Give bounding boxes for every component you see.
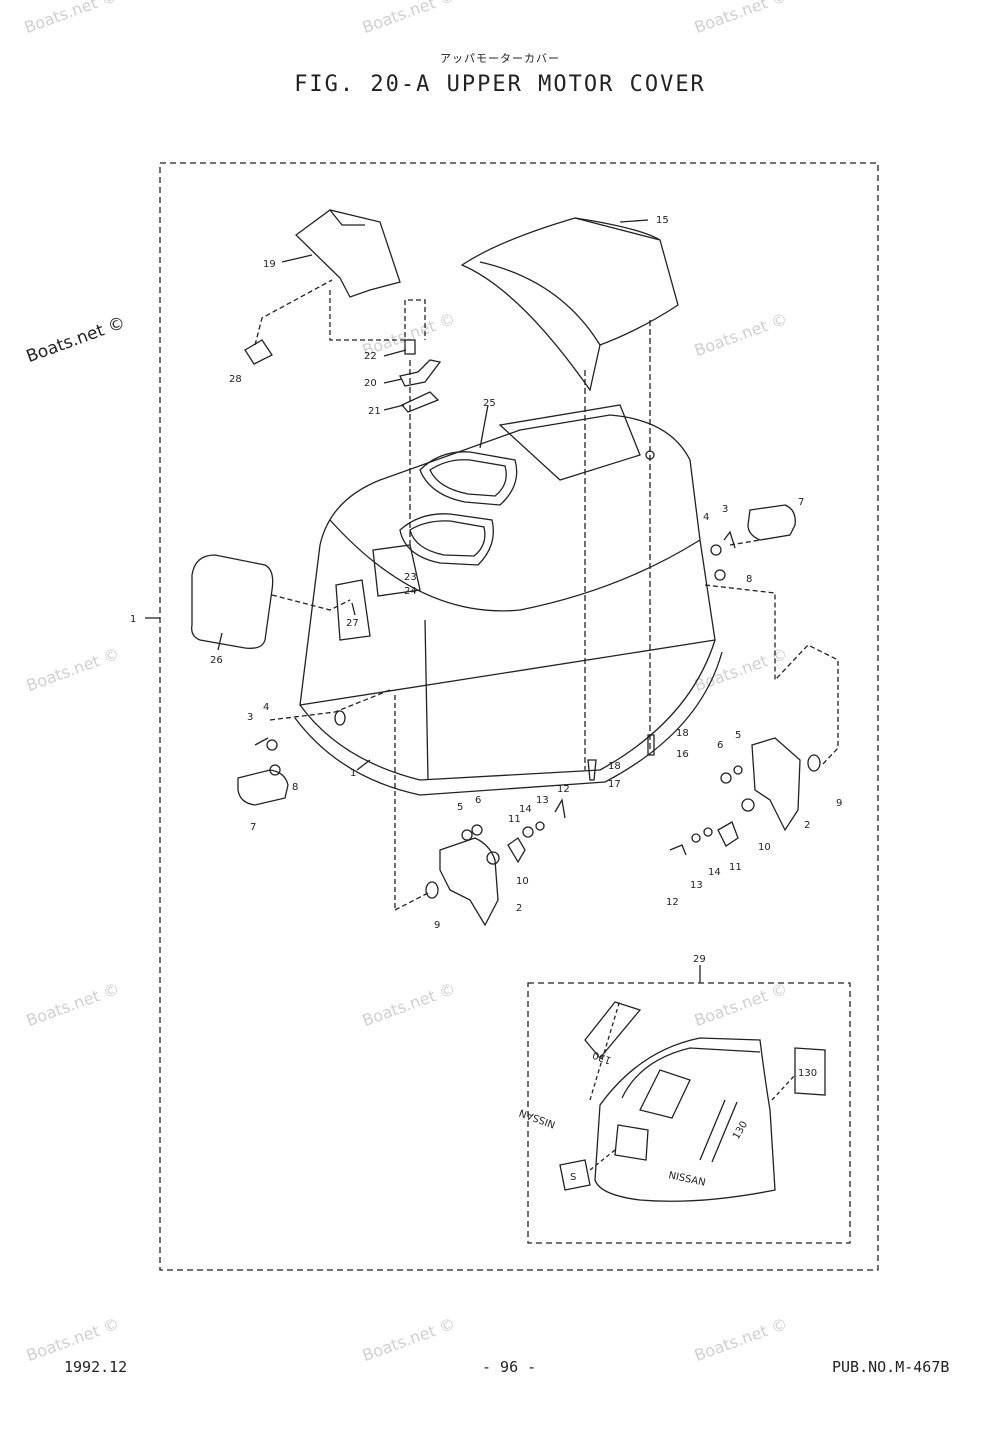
footer-date: 1992.12 [64, 1358, 128, 1376]
callout-10: 10 [516, 876, 529, 887]
callout-28: 28 [229, 374, 242, 385]
callout-2: 2 [516, 903, 522, 914]
callout-1: 1 [130, 614, 136, 625]
callout-14: 14 [519, 804, 532, 815]
callout-2: 2 [804, 820, 810, 831]
callout-5: 5 [735, 730, 741, 741]
callout-3: 3 [722, 504, 728, 515]
callout-20: 20 [364, 378, 377, 389]
bracket-right [751, 737, 801, 832]
callout-26: 26 [210, 655, 223, 666]
motor-cover [294, 404, 723, 796]
callout-21: 21 [368, 406, 381, 417]
callout-1: 1 [350, 768, 356, 779]
inset-frame [527, 982, 851, 1244]
decal-side-model: 130 [591, 1049, 613, 1066]
figure-subtitle: アッパモーターカバー [440, 52, 560, 65]
decal-cover-illustration [559, 965, 826, 1202]
top-cap [460, 217, 679, 392]
callout-22: 22 [364, 351, 377, 362]
footer-publication-number: PUB.NO.M-467B [832, 1358, 950, 1376]
callout-4: 4 [263, 702, 269, 713]
callout-23: 23 [404, 572, 417, 583]
callout-8: 8 [746, 574, 752, 585]
callout-17: 17 [608, 779, 621, 790]
callout-13: 13 [690, 880, 703, 891]
callout-18: 18 [676, 728, 689, 739]
callout-12: 12 [557, 784, 570, 795]
figure-title: FIG. 20-A UPPER MOTOR COVER [294, 72, 706, 97]
callout-19: 19 [263, 259, 276, 270]
callout-11: 11 [508, 814, 521, 825]
callout-14: 14 [708, 867, 721, 878]
decal-small-logo: S [570, 1172, 576, 1183]
callout-9: 9 [836, 798, 842, 809]
footer-page-number: - 96 - [482, 1358, 537, 1376]
latch-lever [399, 359, 442, 387]
callout-10: 10 [758, 842, 771, 853]
decal-brand-mirror: NISSAN [518, 1106, 557, 1129]
bracket-left [439, 837, 499, 927]
callout-12: 12 [666, 897, 679, 908]
vent-cover [294, 209, 401, 298]
callout-7: 7 [798, 497, 804, 508]
callout-11: 11 [729, 862, 742, 873]
callout-13: 13 [536, 795, 549, 806]
callout-3: 3 [247, 712, 253, 723]
decal-small-model: 130 [798, 1068, 817, 1079]
callout-25: 25 [483, 398, 496, 409]
callout-27: 27 [346, 618, 359, 629]
callout-8: 8 [292, 782, 298, 793]
latch-plate [400, 391, 440, 413]
callout-6: 6 [717, 740, 723, 751]
callout-9: 9 [434, 920, 440, 931]
front-panel [191, 554, 274, 649]
callout-24: 24 [404, 586, 417, 597]
callout-4: 4 [703, 512, 709, 523]
callout-5: 5 [457, 802, 463, 813]
callout-6: 6 [475, 795, 481, 806]
callout-29: 29 [693, 954, 706, 965]
handle-left [237, 769, 289, 806]
callout-7: 7 [250, 822, 256, 833]
callout-18: 18 [608, 761, 621, 772]
outer-frame [159, 162, 879, 1271]
latch-screw [404, 339, 416, 355]
small-plate [244, 339, 273, 365]
callout-16: 16 [676, 749, 689, 760]
callout-15: 15 [656, 215, 669, 226]
handle-right [747, 504, 796, 541]
